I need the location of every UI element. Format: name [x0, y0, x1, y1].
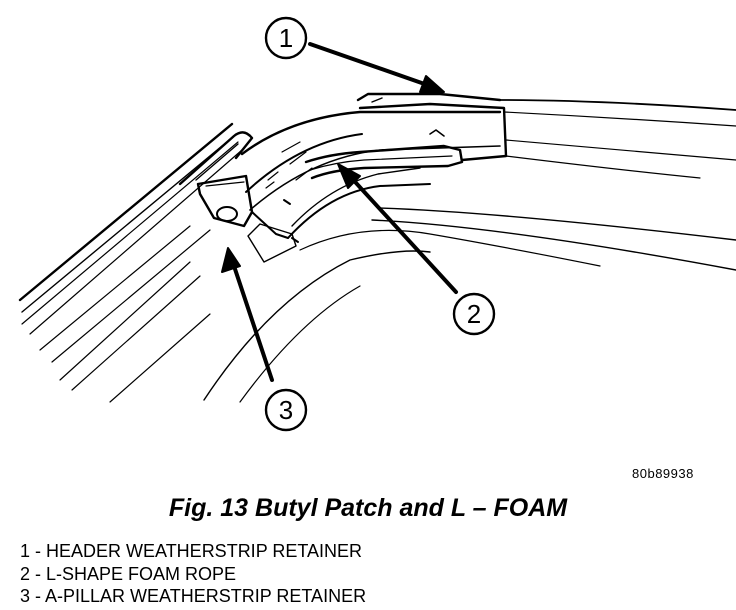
body-panel-line [71, 275, 201, 391]
line-drawing: 1 2 3 [18, 16, 736, 432]
callout-2: 2 [452, 292, 496, 336]
a-pillar-retainer-clip [196, 174, 254, 228]
header-retainer [358, 102, 508, 162]
callout-leader-1 [308, 42, 438, 90]
retainer-hole [216, 206, 238, 222]
body-panel-line [109, 313, 211, 403]
callout-number: 1 [279, 23, 293, 53]
header-retainer [429, 129, 445, 137]
callout-arrowhead-1 [419, 75, 445, 93]
a-pillar-edge [39, 225, 191, 351]
foam-rope [304, 144, 464, 180]
body-panel-line [379, 207, 736, 241]
callout-arrowhead-2 [337, 163, 361, 189]
header-panel-detail [281, 141, 313, 181]
legend-item: 2 - L-SHAPE FOAM ROPE [20, 563, 237, 584]
figure-caption: Fig. 13 Butyl Patch and L – FOAM [168, 494, 568, 522]
a-pillar-edge [29, 149, 243, 335]
callout-number: 3 [279, 395, 293, 425]
legend-item: 1 - HEADER WEATHERSTRIP RETAINER [20, 541, 363, 561]
a-pillar-retainer-clip [205, 181, 245, 187]
roof-edge [503, 111, 736, 127]
callout-3: 3 [264, 388, 308, 432]
header-retainer [356, 92, 502, 102]
callout-arrowhead-3 [221, 247, 241, 273]
callout-number: 2 [467, 299, 481, 329]
body-panel-line [291, 167, 421, 227]
body-panel-line [287, 183, 431, 239]
header-panel-detail [265, 171, 279, 189]
a-pillar-edge [21, 135, 235, 313]
legend-item: 3 - A-PILLAR WEATHERSTRIP RETAINER [20, 586, 367, 606]
a-pillar-edge [21, 141, 239, 325]
figure-code: 80b89938 [632, 466, 694, 481]
a-pillar-edge [51, 229, 211, 363]
header-panel-curve [249, 145, 501, 211]
callout-1: 1 [264, 16, 308, 60]
pillar-flange [283, 199, 299, 243]
header-panel-curve [245, 133, 363, 193]
roof-edge [505, 155, 701, 179]
callout-leader-3 [230, 258, 274, 382]
roof-edge [499, 99, 736, 111]
body-panel-line [59, 261, 191, 381]
a-pillar-retainer [251, 211, 289, 239]
header-panel-curve [240, 110, 502, 156]
a-pillar-retainer [178, 131, 254, 186]
body-panel-line [239, 285, 361, 403]
body-panel-line [203, 250, 431, 401]
a-pillar-edge [18, 122, 234, 302]
foam-rope [309, 155, 453, 171]
body-panel-line [371, 219, 736, 271]
callout-leader-2 [344, 170, 458, 294]
legend-list: 1 - HEADER WEATHERSTRIP RETAINER 2 - L-S… [20, 540, 366, 608]
header-retainer [371, 97, 383, 103]
body-panel-line [299, 229, 601, 267]
a-pillar-retainer [195, 143, 239, 181]
roof-edge [505, 139, 736, 161]
